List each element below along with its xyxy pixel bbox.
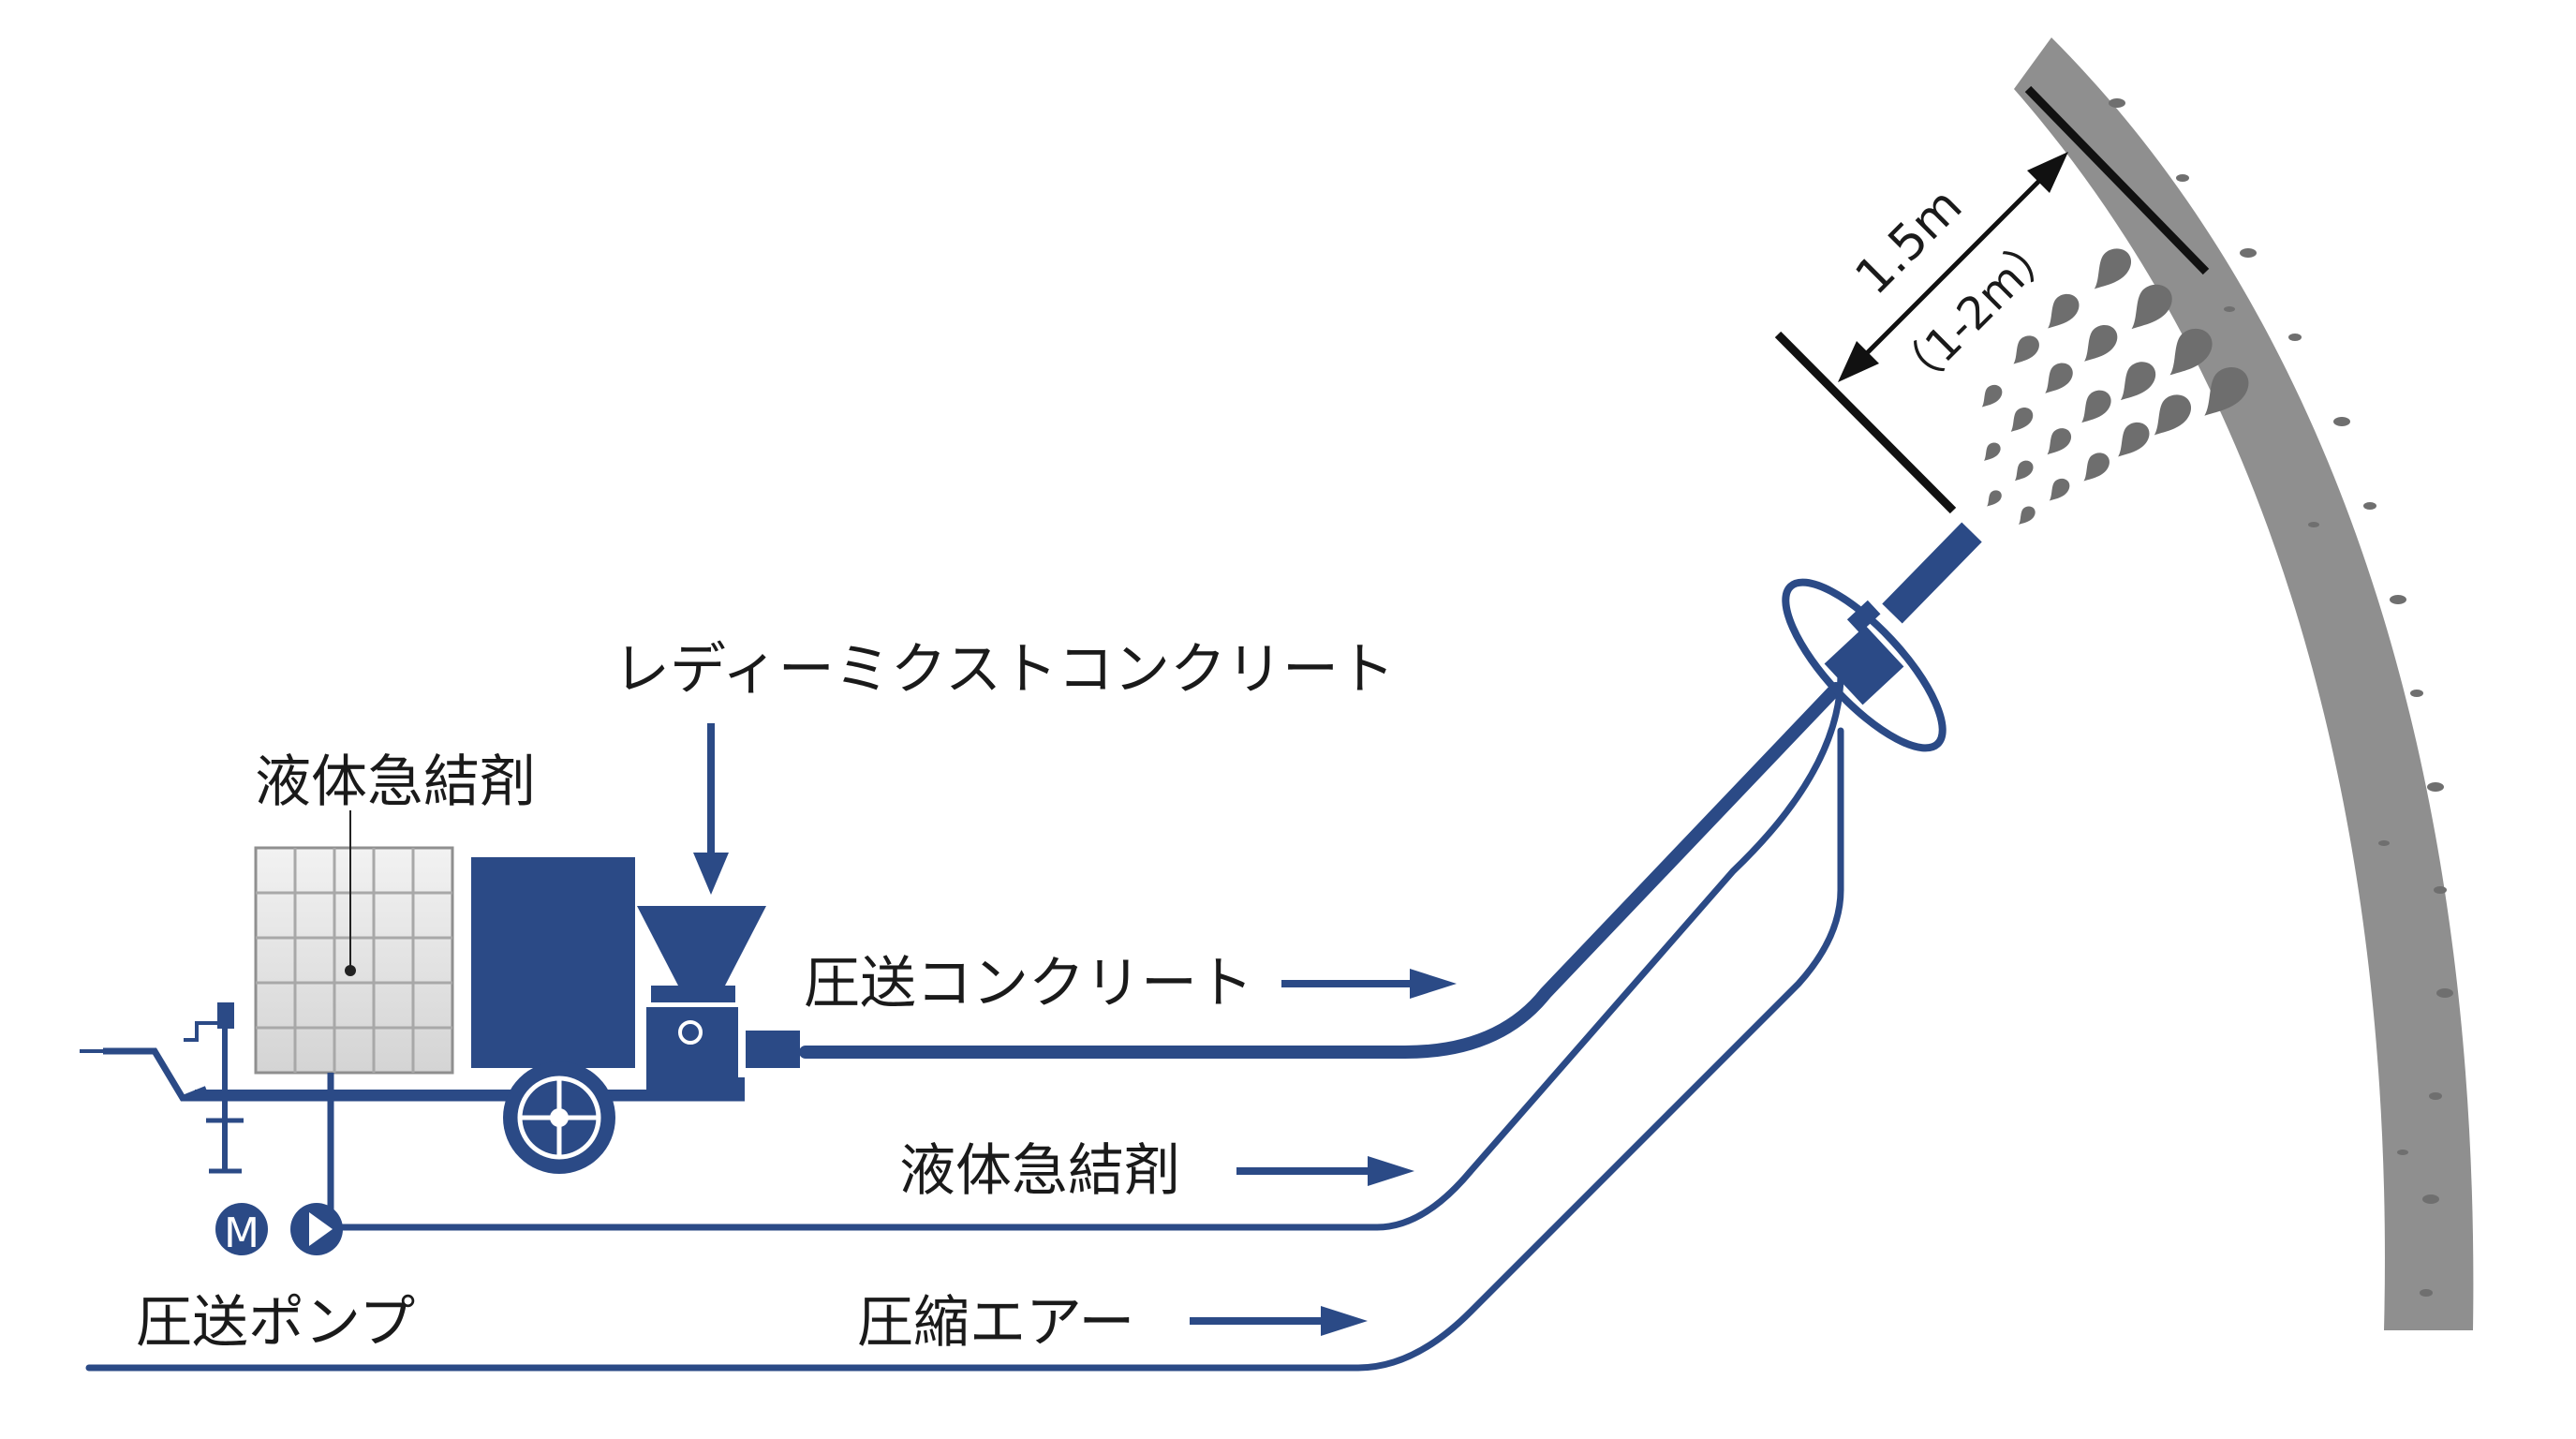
- nozzle-reference-line: [1774, 331, 1957, 514]
- pump-symbol: [290, 1203, 343, 1255]
- distance-arrowhead-down: [1838, 341, 1879, 382]
- pump-machine: [80, 810, 800, 1227]
- distance-label: 1.5m: [1845, 178, 1974, 306]
- accelerator-tank: [254, 810, 454, 1075]
- nozzle-collar: [1846, 600, 1881, 633]
- pump-label: 圧送ポンプ: [136, 1290, 415, 1356]
- arrow-ready-mix-down: [693, 723, 729, 895]
- wheel: [503, 1061, 615, 1174]
- nozzle-barrel: [1882, 522, 1982, 624]
- accelerator-pipe: [329, 671, 1844, 1231]
- distance-arrowhead-up: [2027, 152, 2068, 193]
- distance-arrow-line: [1862, 176, 2044, 358]
- nozzle-connector: [1824, 625, 1904, 705]
- nozzle-assembly: [1782, 522, 1982, 752]
- arrow-accelerator: [1236, 1156, 1414, 1186]
- ready-mixed-concrete-label: レディーミクストコンクリート: [614, 637, 1395, 703]
- rock-texture: [2109, 98, 2453, 1297]
- accelerator-line-label: 液体急結剤: [899, 1138, 1180, 1204]
- compressed-air-pipe: [85, 727, 1844, 1372]
- concrete-hopper: [637, 906, 766, 1002]
- accelerator-tank-label: 液体急結剤: [255, 749, 536, 815]
- wall-reference-line: [2024, 85, 2210, 275]
- pump-gauge: [678, 1020, 703, 1045]
- arrow-compressed-air: [1190, 1306, 1368, 1336]
- concrete-pipe: [799, 682, 1843, 1059]
- tank-leader-dot: [345, 965, 356, 976]
- nozzle-ring: [1782, 578, 1947, 752]
- motor-symbol: M: [215, 1203, 268, 1257]
- level-valve: [217, 1002, 234, 1029]
- tunnel-rock-wall: [2014, 37, 2474, 1330]
- compressed-air-label: 圧縮エアー: [857, 1290, 1134, 1356]
- engine-block: [471, 857, 635, 1068]
- arrow-concrete: [1281, 969, 1457, 999]
- pumped-concrete-label: 圧送コンクリート: [804, 951, 1253, 1016]
- motor-label: M: [224, 1209, 259, 1257]
- pump-outlet: [746, 1031, 800, 1068]
